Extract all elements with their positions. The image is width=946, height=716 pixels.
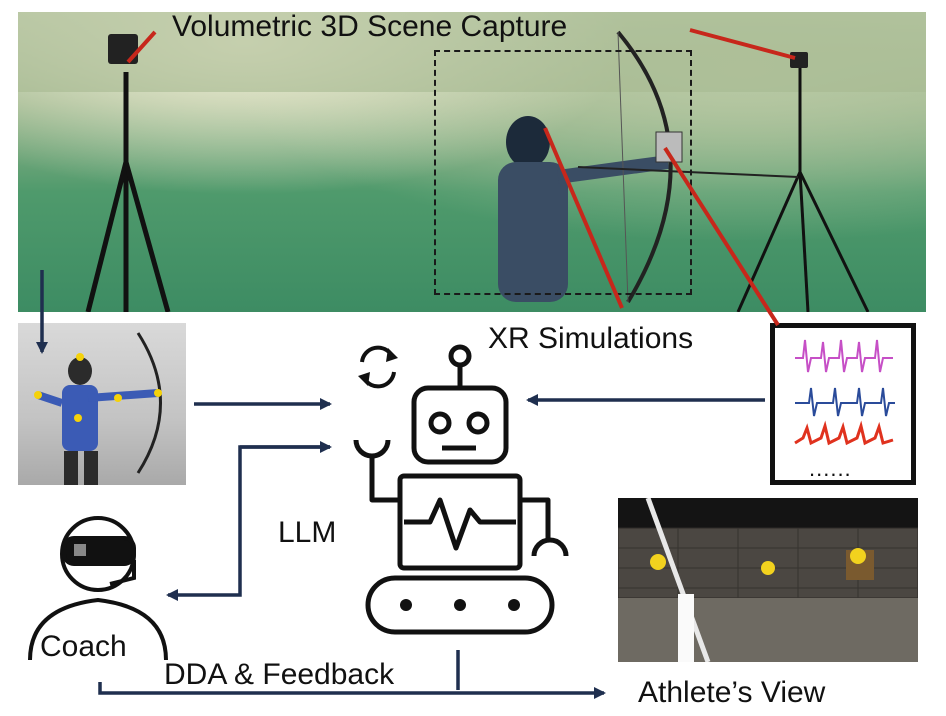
mocap-illustration: [34, 332, 162, 485]
athlete-view-label: Athlete’s View: [638, 676, 826, 709]
vr-bow: [645, 498, 711, 662]
llm-label: LLM: [278, 516, 337, 549]
robot-icon: [353, 344, 569, 635]
left-tripod: [85, 72, 171, 312]
pointer-right-camera: [689, 28, 796, 60]
arrow-llm-coach: [166, 445, 330, 601]
coach-label: Coach: [40, 630, 127, 663]
capture-title: Volumetric 3D Scene Capture: [172, 10, 568, 43]
coach-headset-icon: [28, 516, 168, 661]
pointer-left-camera: [126, 30, 157, 64]
target-right: [850, 548, 866, 564]
athlete-capture-region: [434, 50, 692, 295]
dda-label: DDA & Feedback: [164, 658, 395, 691]
signal-traces: [794, 339, 895, 446]
right-tripod: [736, 67, 870, 312]
pointer-bow-sensor: [663, 146, 780, 327]
signal-red: [794, 420, 894, 446]
physiological-signals-panel: ......: [770, 323, 916, 485]
signal-blue: [795, 387, 895, 417]
arrow-coach-to-athlete: [98, 682, 606, 699]
pointer-headset: [543, 127, 624, 309]
athlete-vr-view: [618, 498, 918, 662]
target-left: [650, 554, 666, 570]
signals-ellipsis: ......: [809, 456, 852, 481]
signal-magenta: [795, 339, 893, 373]
vr-scene: [618, 498, 918, 662]
xr-label: XR Simulations: [488, 322, 694, 355]
target-center: [761, 561, 775, 575]
